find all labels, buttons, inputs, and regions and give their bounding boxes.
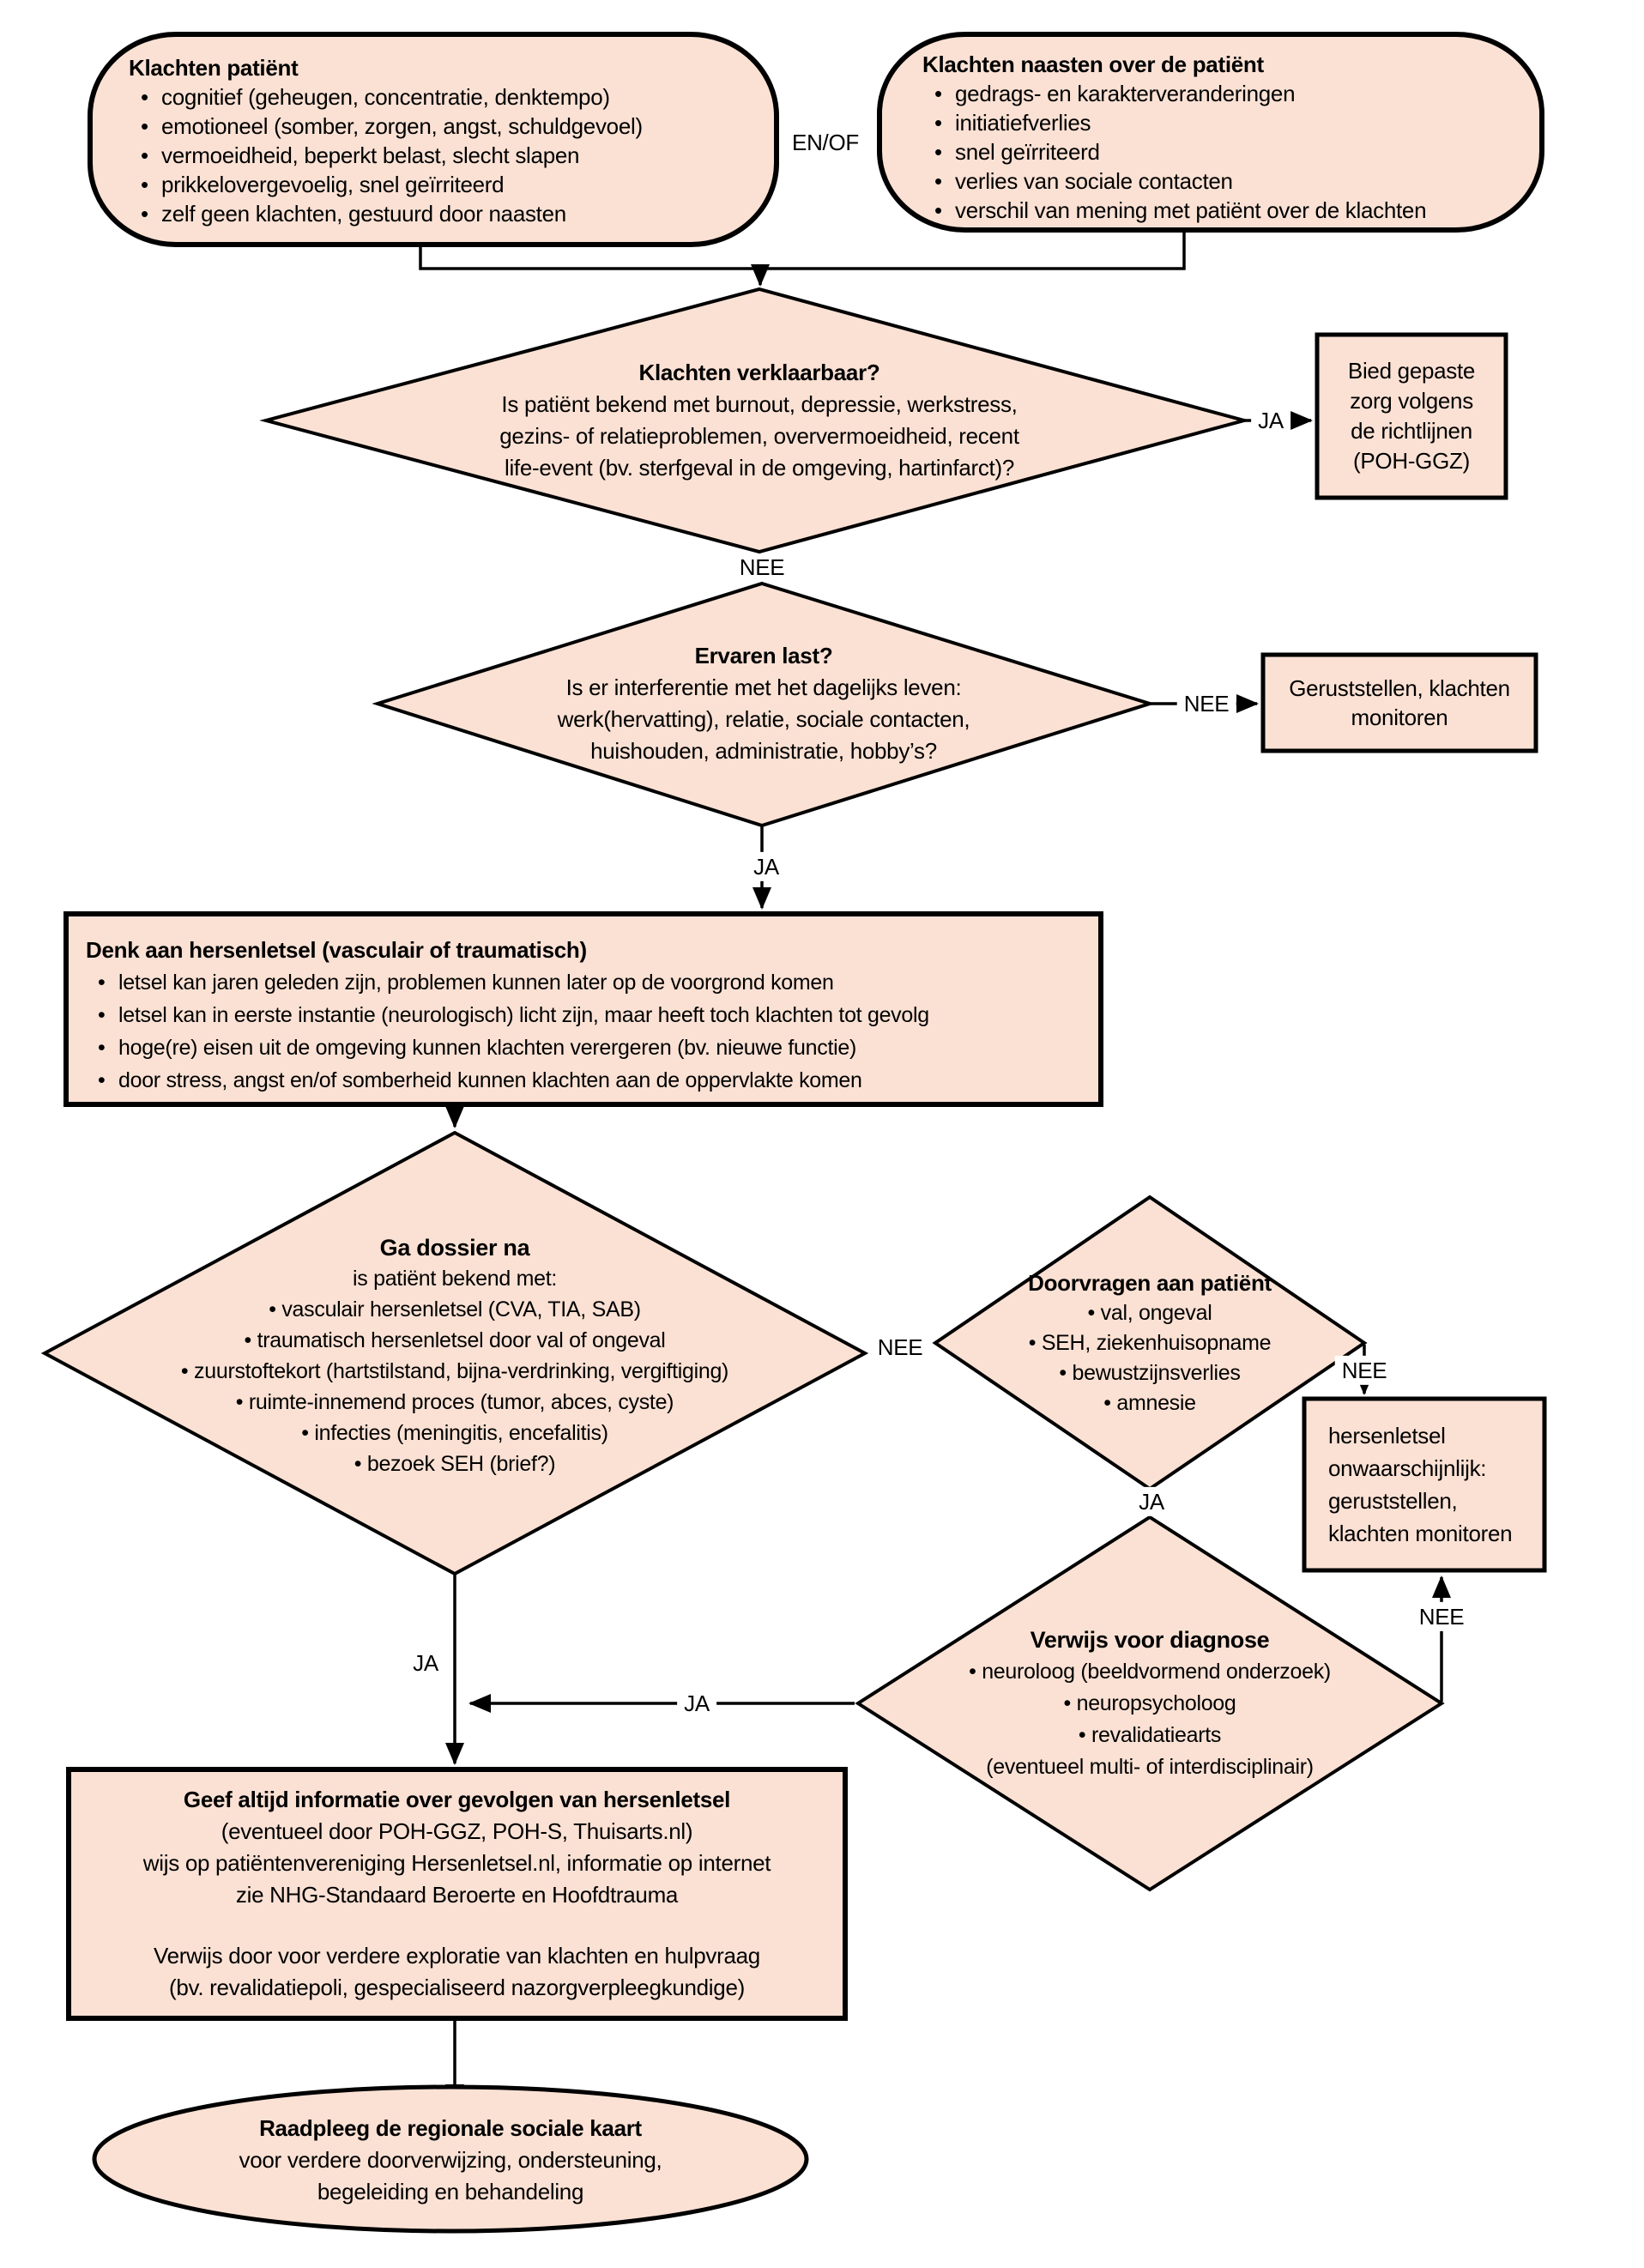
list-item: vermoeidheid, beperkt belast, slecht sla…	[129, 141, 746, 170]
list-item: initiatiefverlies	[922, 108, 1523, 137]
node-line: zorg volgens	[1350, 387, 1473, 414]
node-line: huishouden, administratie, hobby’s?	[590, 738, 937, 764]
node-line: Bied gepaste	[1347, 357, 1476, 384]
label-ja-doorvragen: JA	[1132, 1486, 1171, 1517]
node-line: hersenletsel	[1328, 1423, 1446, 1448]
diamond-klachten-verklaarbaar-shape	[259, 287, 1251, 554]
list-item: vasculair hersenletsel (CVA, TIA, SAB)	[269, 1294, 641, 1325]
list-item: ruimte-innemend proces (tumor, abces, cy…	[236, 1387, 674, 1418]
node-title: Verwijs voor diagnose	[1030, 1626, 1270, 1653]
node-klachten-patient: Klachten patiënt cognitief (geheugen, co…	[129, 53, 746, 228]
node-title: Klachten naasten over de patiënt	[922, 51, 1264, 77]
list-item: val, ongeval	[1088, 1298, 1212, 1328]
node-line: voor verdere doorverwijzing, ondersteuni…	[239, 2146, 662, 2173]
list-item: prikkelovergevoelig, snel geïrriteerd	[129, 170, 746, 199]
node-doorvragen: Doorvragen aan patiënt val, ongeval SEH,…	[931, 1210, 1369, 1476]
list-item: letsel kan in eerste instantie (neurolog…	[86, 999, 1085, 1031]
list-item: revalidatiearts	[1079, 1720, 1221, 1751]
node-line: onwaarschijnlijk:	[1328, 1455, 1487, 1481]
label-nee-diagnose: NEE	[1411, 1601, 1472, 1632]
node-geruststellen: Geruststellen, klachten monitoren	[1263, 655, 1536, 751]
node-ervaren-last: Ervaren last? Is er interferentie met he…	[403, 592, 1124, 815]
node-line: wijs op patiëntenvereniging Hersenletsel…	[142, 1850, 771, 1876]
list-item: emotioneel (somber, zorgen, angst, schul…	[129, 112, 746, 141]
label-nee-last: NEE	[1176, 688, 1236, 719]
node-geruststellen-shape	[1260, 652, 1538, 753]
node-line: de richtlijnen	[1351, 418, 1472, 444]
node-hersenletsel-onwaarschijnlijk: hersenletsel onwaarschijnlijk: gerustste…	[1328, 1419, 1534, 1550]
node-denk-aan-hersenletsel: Denk aan hersenletsel (vasculair of trau…	[86, 934, 1085, 1097]
label-nee-dossier: NEE	[877, 1334, 923, 1360]
node-line: monitoren	[1351, 705, 1448, 730]
node-title: Doorvragen aan patiënt	[1028, 1269, 1272, 1296]
node-title: Raadpleeg de regionale sociale kaart	[259, 2114, 642, 2141]
node-title: Denk aan hersenletsel (vasculair of trau…	[86, 937, 587, 963]
node-line: klachten monitoren	[1328, 1521, 1513, 1546]
label-ja-diagnose: JA	[677, 1688, 716, 1719]
node-line: begeleiding en behandeling	[317, 2178, 584, 2204]
label-en-of: EN/OF	[792, 129, 859, 155]
list-item: letsel kan jaren geleden zijn, problemen…	[86, 966, 1085, 999]
node-line: Geruststellen, klachten	[1289, 674, 1510, 701]
node-line: (bv. revalidatiepoli, gespecialiseerd na…	[169, 1975, 745, 2000]
diamond-ervaren-last-shape	[372, 581, 1156, 828]
list-item: neuropsycholoog	[1063, 1688, 1236, 1720]
list-item: infecties (meningitis, encefalitis)	[301, 1418, 608, 1448]
label-nee-verklaarbaar: NEE	[739, 553, 785, 580]
connector-merge	[419, 232, 1186, 270]
list-item: gedrags- en karakterveranderingen	[922, 79, 1523, 108]
node-klachten-naasten: Klachten naasten over de patiënt gedrags…	[922, 50, 1523, 225]
list-item: door stress, angst en/of somberheid kunn…	[86, 1064, 1085, 1097]
node-subtitle: is patiënt bekend met:	[353, 1267, 557, 1291]
node-line: (eventueel door POH-GGZ, POH-S, Thuisart…	[221, 1818, 693, 1844]
label-nee-doorvragen: NEE	[1334, 1355, 1394, 1386]
node-line: werk(hervatting), relatie, sociale conta…	[557, 706, 970, 732]
label-ja-dossier: JA	[413, 1649, 438, 1676]
node-bied-gepaste-zorg-shape	[1315, 332, 1508, 500]
node-title: Ga dossier na	[379, 1235, 530, 1261]
node-geef-informatie: Geef altijd informatie over gevolgen van…	[73, 1769, 841, 2018]
node-title: Geef altijd informatie over gevolgen van…	[183, 1787, 731, 1812]
node-ga-dossier-na: Ga dossier na is patiënt bekend met: vas…	[69, 1141, 841, 1570]
list-item: bewustzijnsverlies	[1059, 1358, 1241, 1388]
node-line: Verwijs door voor verdere exploratie van…	[154, 1943, 760, 1969]
node-line: (POH-GGZ)	[1353, 448, 1470, 475]
list-item: snel geïrriteerd	[922, 137, 1523, 166]
list-item: amnesie	[1103, 1388, 1196, 1418]
node-line: Is er interferentie met het dagelijks le…	[565, 674, 962, 700]
node-line: zie NHG-Standaard Beroerte en Hoofdtraum…	[235, 1882, 679, 1908]
node-line: gezins- of relatieproblemen, oververmoei…	[499, 423, 1019, 449]
list-item: SEH, ziekenhuisopname	[1029, 1328, 1272, 1358]
node-geef-informatie-shape	[66, 1767, 848, 2021]
node-bied-gepaste-zorg: Bied gepaste zorg volgens de richtlijnen…	[1317, 335, 1506, 498]
label-ja-last: JA	[746, 851, 786, 882]
list-item: zuurstoftekort (hartstilstand, bijna-ver…	[181, 1356, 728, 1387]
node-title: Ervaren last?	[694, 643, 833, 668]
node-klachten-verklaarbaar: Klachten verklaarbaar? Is patiënt bekend…	[360, 300, 1158, 541]
list-item: verschil van mening met patiënt over de …	[922, 196, 1523, 225]
node-line: geruststellen,	[1328, 1488, 1458, 1514]
node-sociale-kaart: Raadpleeg de regionale sociale kaart voo…	[94, 2092, 807, 2228]
node-hersenletsel-onwaarschijnlijk-shape	[1302, 1396, 1547, 1573]
node-line: Is patiënt bekend met burnout, depressie…	[501, 391, 1018, 417]
node-verwijs-diagnose: Verwijs voor diagnose neuroloog (beeldvo…	[858, 1540, 1442, 1866]
node-title: Klachten patiënt	[129, 55, 299, 81]
list-item: zelf geen klachten, gestuurd door naaste…	[129, 199, 746, 228]
node-line: life-event (bv. sterfgeval in de omgevin…	[504, 455, 1014, 481]
node-line: (eventueel multi- of interdisciplinair)	[986, 1754, 1314, 1779]
list-item: bezoek SEH (brief?)	[354, 1448, 556, 1479]
node-title: Klachten verklaarbaar?	[638, 360, 880, 385]
list-item: cognitief (geheugen, concentratie, denkt…	[129, 82, 746, 112]
label-ja-verklaarbaar: JA	[1251, 405, 1290, 436]
node-sociale-kaart-shape	[92, 2084, 809, 2234]
list-item: verlies van sociale contacten	[922, 166, 1523, 196]
list-item: hoge(re) eisen uit de omgeving kunnen kl…	[86, 1031, 1085, 1064]
list-item: neuroloog (beeldvormend onderzoek)	[969, 1656, 1331, 1688]
list-item: traumatisch hersenletsel door val of ong…	[244, 1325, 666, 1356]
